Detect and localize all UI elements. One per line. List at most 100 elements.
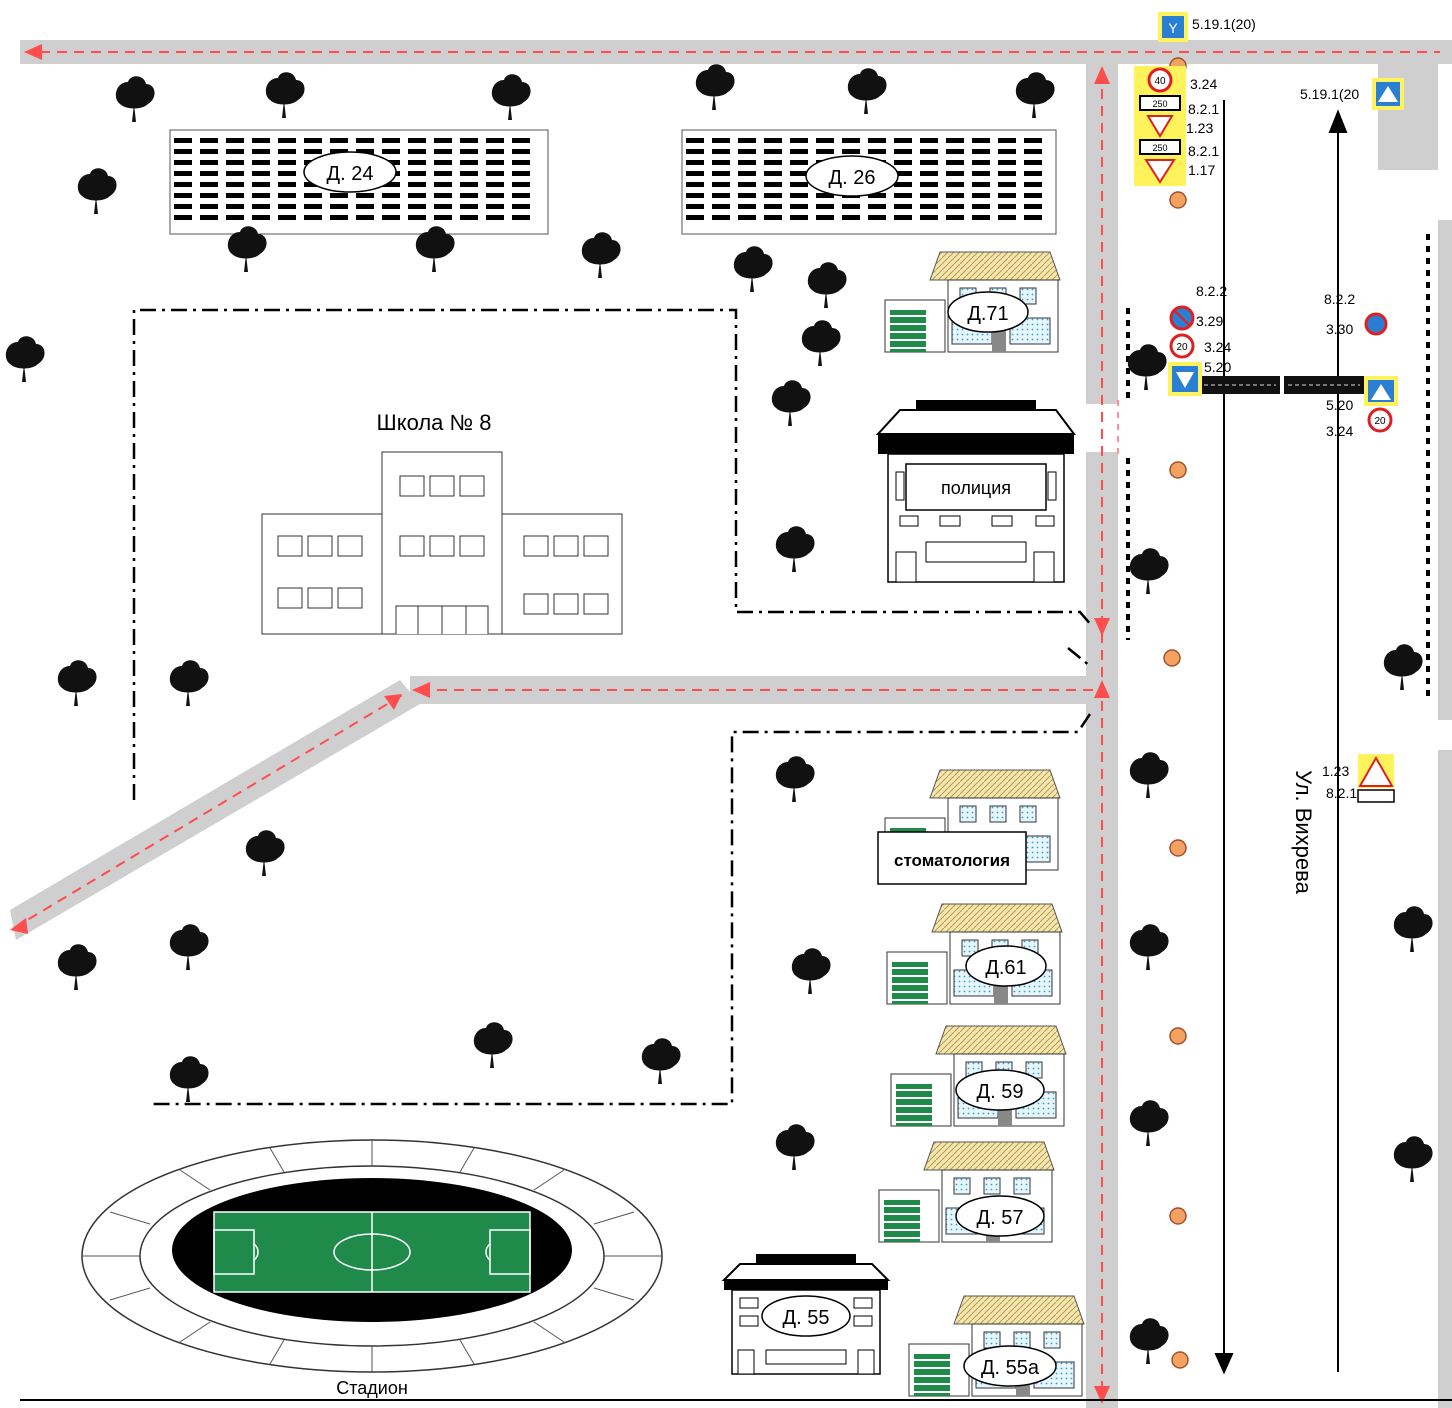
window-stripe bbox=[382, 215, 400, 220]
window-stripe bbox=[434, 160, 452, 165]
road-diagonal bbox=[10, 680, 420, 940]
house-d55a: Д. 55а bbox=[908, 1295, 1085, 1397]
window-stripe bbox=[712, 149, 730, 154]
window-stripe bbox=[894, 171, 912, 176]
window-stripe bbox=[790, 182, 808, 187]
sign-top-right bbox=[1372, 78, 1404, 110]
school-building bbox=[261, 451, 623, 635]
window-stripe bbox=[200, 182, 218, 187]
window-stripe bbox=[790, 160, 808, 165]
tree-icon bbox=[1383, 644, 1423, 690]
sign-group-1: 40 250 250 bbox=[1134, 66, 1186, 186]
window-stripe bbox=[894, 182, 912, 187]
window-stripe bbox=[486, 204, 504, 209]
speed-limit-20-a: 20 bbox=[1176, 342, 1188, 353]
street-name: Ул. Вихрева bbox=[1291, 770, 1316, 894]
tree-icon bbox=[1129, 924, 1169, 970]
tree-icon bbox=[77, 168, 117, 214]
window-stripe bbox=[278, 193, 296, 198]
window-stripe bbox=[790, 204, 808, 209]
window-stripe bbox=[712, 171, 730, 176]
tree-icon bbox=[801, 320, 841, 366]
window-stripe bbox=[304, 138, 322, 143]
window-stripe bbox=[738, 171, 756, 176]
tree-icon bbox=[169, 1056, 209, 1102]
house-d59: Д. 59 bbox=[890, 1025, 1067, 1127]
window-stripe bbox=[764, 204, 782, 209]
tree-icon bbox=[57, 660, 97, 706]
window-stripe bbox=[894, 204, 912, 209]
police-building: полиция bbox=[875, 400, 1076, 583]
sign-group-mid-right: 20 bbox=[1364, 312, 1398, 433]
window-stripe bbox=[972, 138, 990, 143]
window-stripe bbox=[252, 149, 270, 154]
building-label-police: полиция bbox=[941, 478, 1011, 498]
window-stripe bbox=[998, 171, 1016, 176]
window-stripe bbox=[408, 215, 426, 220]
sign-label: 3.24 bbox=[1204, 339, 1231, 355]
window-stripe bbox=[434, 149, 452, 154]
window-stripe bbox=[972, 215, 990, 220]
tree-icon bbox=[57, 944, 97, 990]
window-stripe bbox=[304, 149, 322, 154]
window-stripe bbox=[252, 204, 270, 209]
window-stripe bbox=[764, 215, 782, 220]
sign-label: 8.2.1 bbox=[1188, 143, 1219, 159]
tree-icon bbox=[847, 68, 887, 114]
window-stripe bbox=[356, 138, 374, 143]
window-stripe bbox=[790, 149, 808, 154]
window-stripe bbox=[868, 193, 886, 198]
dentistry-building: стоматология bbox=[877, 769, 1061, 885]
window-stripe bbox=[330, 204, 348, 209]
window-stripe bbox=[486, 215, 504, 220]
tree-icon bbox=[169, 924, 209, 970]
speed-limit-20-b: 20 bbox=[1374, 416, 1386, 427]
window-stripe bbox=[920, 138, 938, 143]
window-stripe bbox=[174, 204, 192, 209]
house-d71: Д.71 bbox=[884, 251, 1061, 353]
window-stripe bbox=[946, 138, 964, 143]
window-stripe bbox=[712, 193, 730, 198]
sign-label: 3.24 bbox=[1326, 423, 1353, 439]
window-stripe bbox=[946, 182, 964, 187]
tree-icon bbox=[1129, 548, 1169, 594]
sign-group-mid-left: 20 bbox=[1168, 305, 1202, 396]
sign-label: 1.17 bbox=[1188, 162, 1215, 178]
sign-label-top-center: 5.19.1(20) bbox=[1192, 16, 1256, 32]
window-stripe bbox=[842, 204, 860, 209]
tree-icon bbox=[473, 1022, 513, 1068]
window-stripe bbox=[174, 160, 192, 165]
window-stripe bbox=[330, 215, 348, 220]
window-stripe bbox=[200, 160, 218, 165]
window-stripe bbox=[1024, 204, 1042, 209]
window-stripe bbox=[304, 215, 322, 220]
window-stripe bbox=[790, 193, 808, 198]
window-stripe bbox=[278, 160, 296, 165]
window-stripe bbox=[174, 171, 192, 176]
sign-label: 5.20 bbox=[1204, 359, 1231, 375]
window-stripe bbox=[816, 138, 834, 143]
window-stripe bbox=[434, 138, 452, 143]
window-stripe bbox=[512, 193, 530, 198]
window-stripe bbox=[816, 149, 834, 154]
sign-label: 1.23 bbox=[1186, 120, 1213, 136]
building-label-d57: Д. 57 bbox=[977, 1207, 1024, 1229]
window-stripe bbox=[894, 138, 912, 143]
window-stripe bbox=[460, 215, 478, 220]
window-stripe bbox=[920, 193, 938, 198]
window-stripe bbox=[486, 171, 504, 176]
tree-icon bbox=[641, 1038, 681, 1084]
window-stripe bbox=[174, 138, 192, 143]
sign-group-low-right bbox=[1357, 754, 1395, 803]
window-stripe bbox=[356, 193, 374, 198]
window-stripe bbox=[278, 171, 296, 176]
tree-icon bbox=[771, 380, 811, 426]
sign-label: 3.24 bbox=[1190, 76, 1217, 92]
window-stripe bbox=[174, 182, 192, 187]
window-stripe bbox=[512, 204, 530, 209]
sign-top-center: Y bbox=[1158, 12, 1188, 42]
house-d57: Д. 57 bbox=[878, 1141, 1055, 1243]
window-stripe bbox=[174, 149, 192, 154]
tree-icon bbox=[5, 336, 45, 382]
window-stripe bbox=[764, 193, 782, 198]
